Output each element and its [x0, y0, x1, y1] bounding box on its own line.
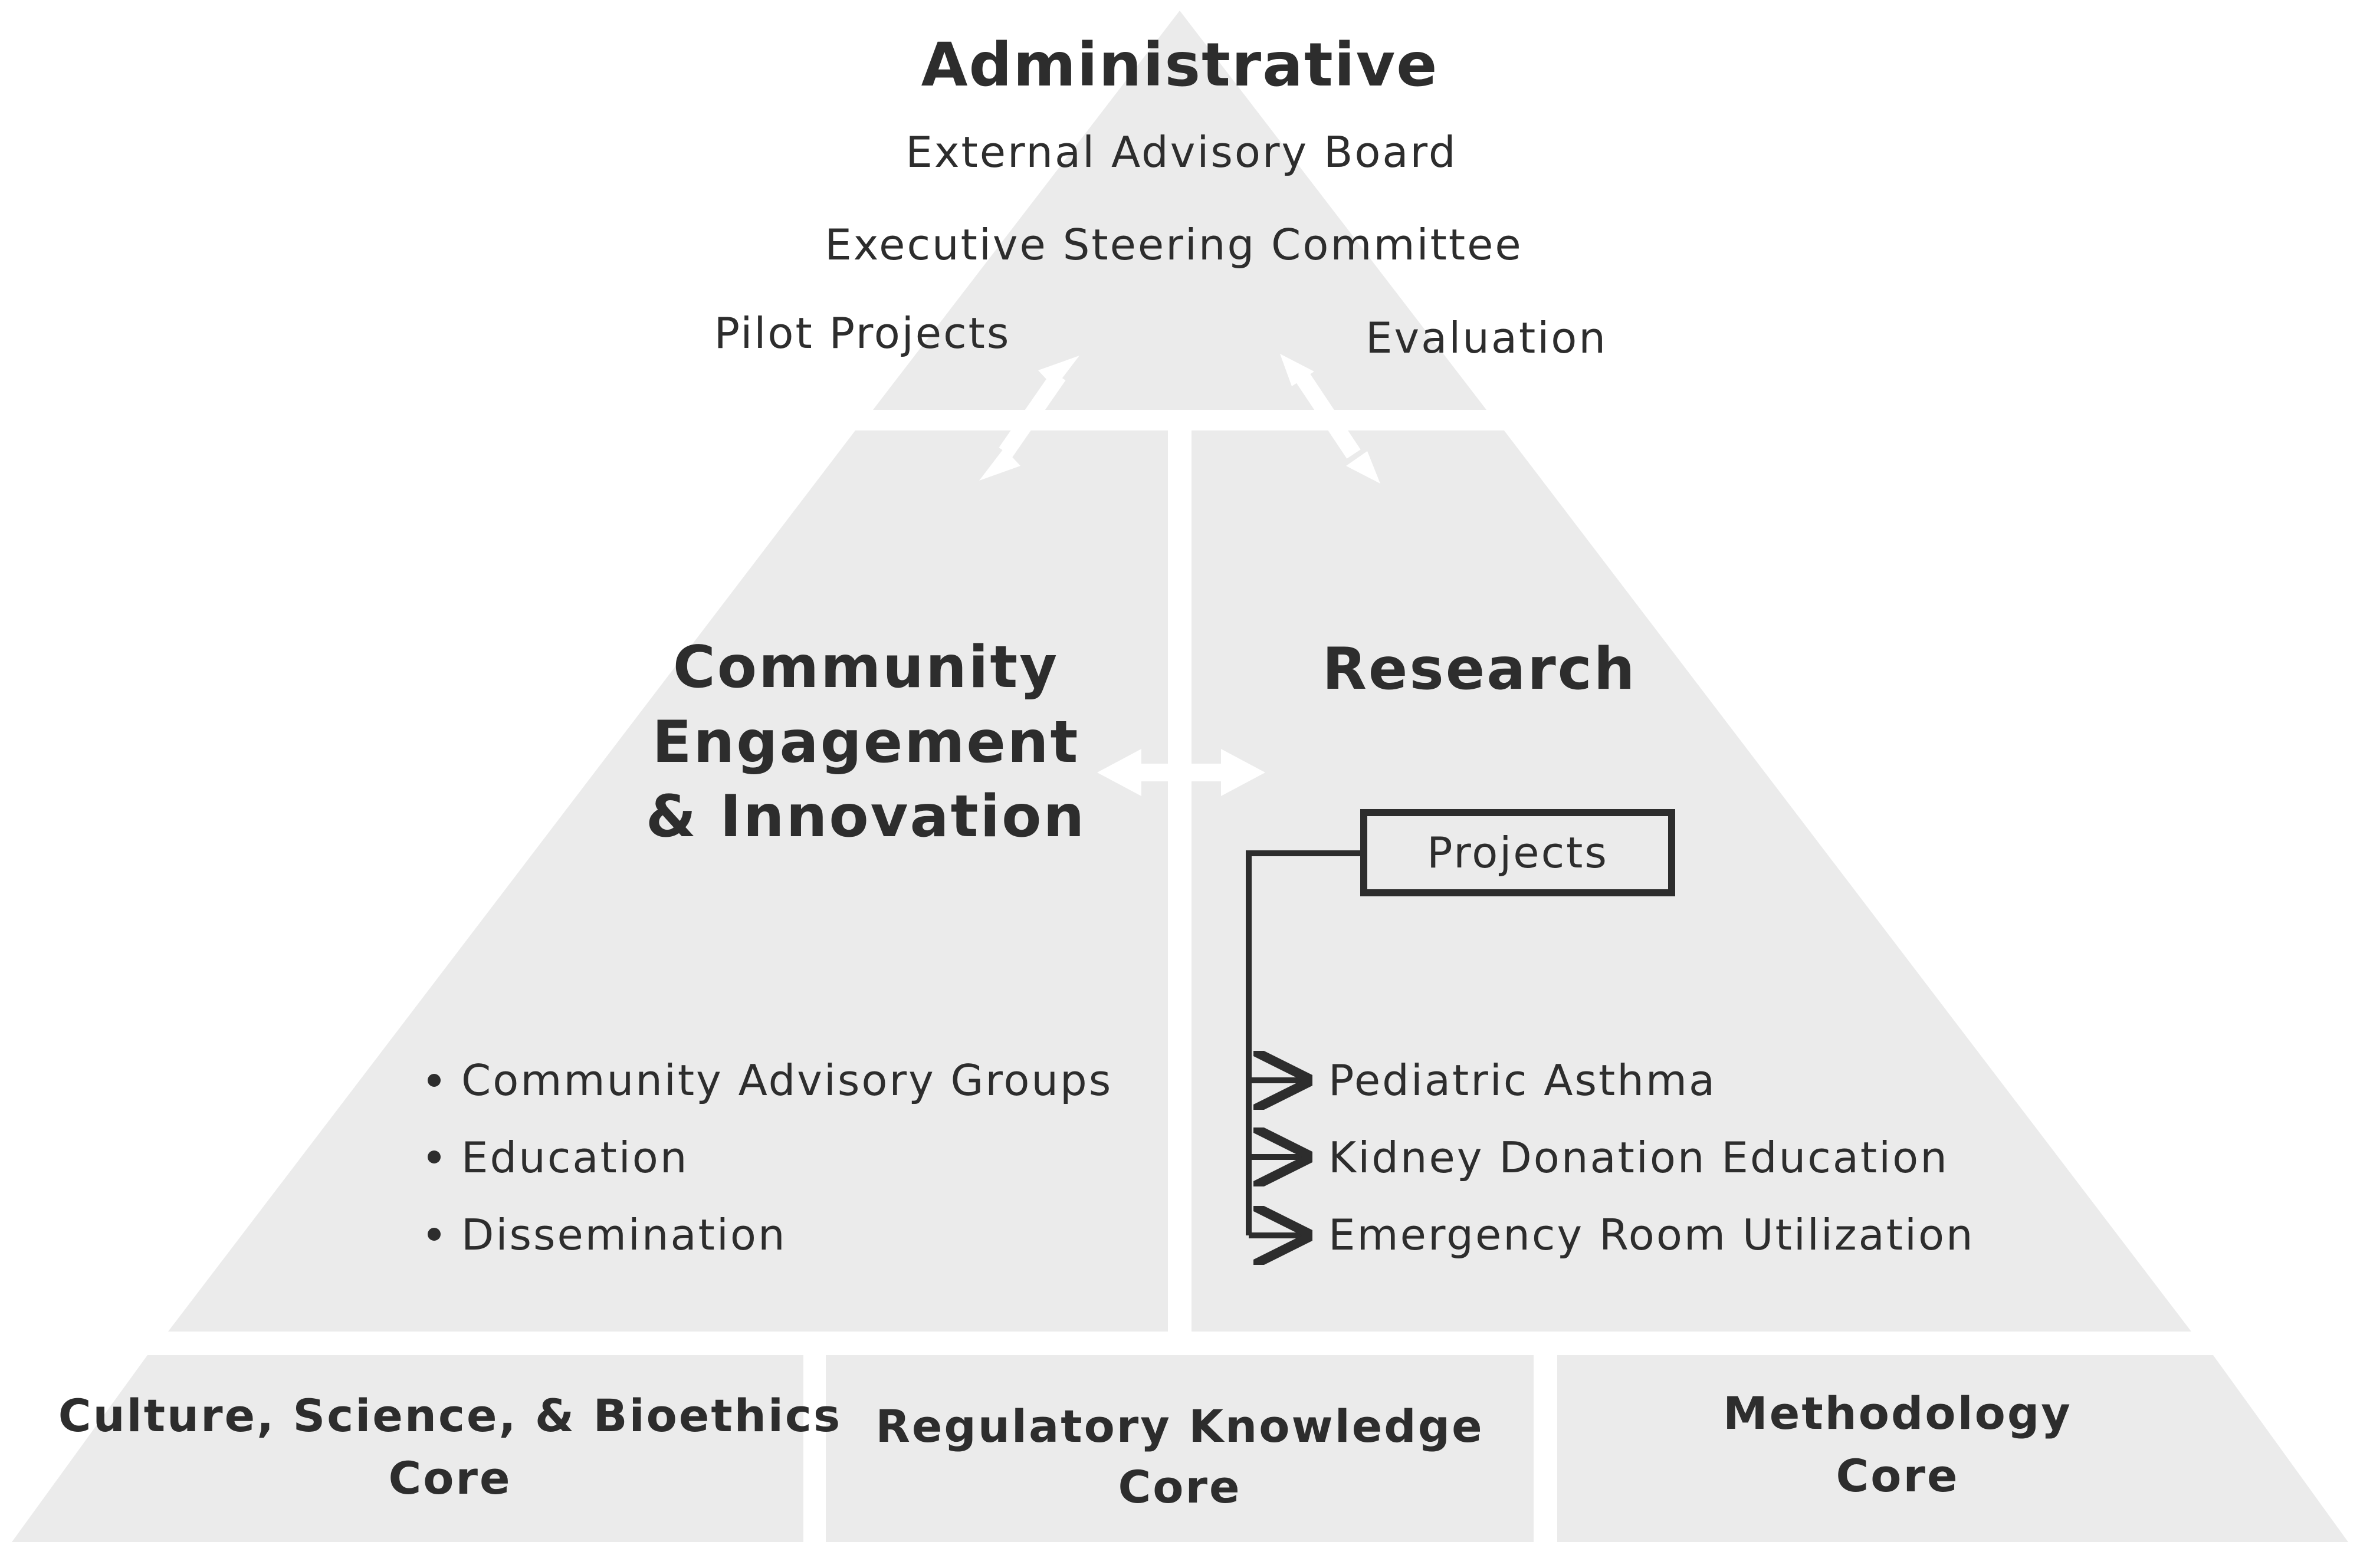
core-methodology-line-1: Methodology — [1723, 1387, 2072, 1439]
community-bullet-1: Community Advisory Groups — [461, 1056, 1112, 1105]
community-title-line-3: & Innovation — [646, 783, 1086, 850]
core-regulatory-line-2: Core — [1118, 1461, 1241, 1513]
community-bullet-2: Education — [461, 1133, 688, 1182]
bullet-icon — [428, 1150, 441, 1163]
research-project-2: Kidney Donation Education — [1328, 1133, 1949, 1182]
core-methodology-line-2: Core — [1836, 1449, 1959, 1502]
community-title-line-1: Community — [673, 634, 1059, 701]
projects-box-label: Projects — [1427, 828, 1609, 877]
core-regulatory — [826, 1355, 1534, 1542]
bullet-icon — [428, 1228, 441, 1241]
core-culture-line-2: Core — [388, 1452, 511, 1504]
community-title-line-2: Engagement — [652, 709, 1080, 776]
bullet-icon — [428, 1074, 441, 1087]
pilot-projects-label: Pilot Projects — [714, 308, 1011, 358]
administrative-title: Administrative — [921, 30, 1439, 100]
community-bullet-list: Community Advisory Groups Education Diss… — [428, 1056, 1112, 1260]
community-bullet-3: Dissemination — [461, 1210, 787, 1260]
projects-connector — [1246, 850, 1364, 1235]
core-culture-line-1: Culture, Science, & Bioethics — [58, 1389, 842, 1442]
core-culture — [12, 1355, 803, 1542]
research-project-1: Pediatric Asthma — [1328, 1056, 1716, 1105]
community-research-arrow-icon — [1097, 749, 1265, 796]
community-tier — [168, 430, 1168, 1332]
core-methodology — [1557, 1355, 2348, 1542]
research-project-3: Emergency Room Utilization — [1328, 1210, 1975, 1260]
research-tier — [1192, 430, 2191, 1332]
core-regulatory-line-1: Regulatory Knowledge — [875, 1400, 1483, 1452]
research-title: Research — [1322, 636, 1636, 703]
projects-box — [1360, 809, 1675, 896]
admin-community-arrow-icon — [979, 356, 1079, 481]
admin-research-arrow-icon — [1280, 354, 1380, 484]
evaluation-label: Evaluation — [1366, 313, 1607, 363]
executive-steering-committee-label: Executive Steering Committee — [825, 220, 1522, 269]
administrative-tier — [873, 11, 1486, 410]
external-advisory-board-label: External Advisory Board — [905, 127, 1457, 177]
